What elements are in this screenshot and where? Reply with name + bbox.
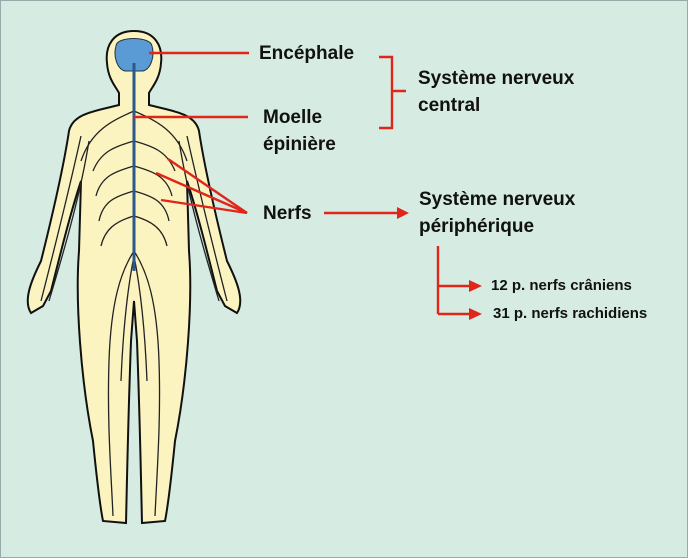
label-moelle-line2: épinière	[263, 134, 336, 155]
label-snc-line1: Système nerveux	[418, 68, 575, 89]
label-snc-line2: central	[418, 95, 481, 116]
arrowheads	[397, 207, 482, 320]
human-body	[26, 29, 242, 525]
label-moelle: Moelle épinière	[263, 104, 336, 158]
label-encephale: Encéphale	[259, 43, 355, 64]
label-nerfs: Nerfs	[263, 203, 312, 224]
label-moelle-line1: Moelle	[263, 107, 323, 128]
label-snc: Système nerveux central	[418, 65, 574, 119]
label-cranial-nerves: 12 p. nerfs crâniens	[491, 277, 632, 294]
label-snp-line2: périphérique	[419, 216, 535, 237]
brain	[114, 38, 154, 72]
bracket	[379, 55, 406, 130]
label-snp-line1: Système nerveux	[419, 189, 576, 210]
label-spinal-nerves: 31 p. nerfs rachidiens	[493, 305, 648, 322]
label-snp: Système nerveux périphérique	[419, 186, 575, 240]
nerves	[40, 110, 228, 517]
pointer-lines	[134, 51, 471, 316]
